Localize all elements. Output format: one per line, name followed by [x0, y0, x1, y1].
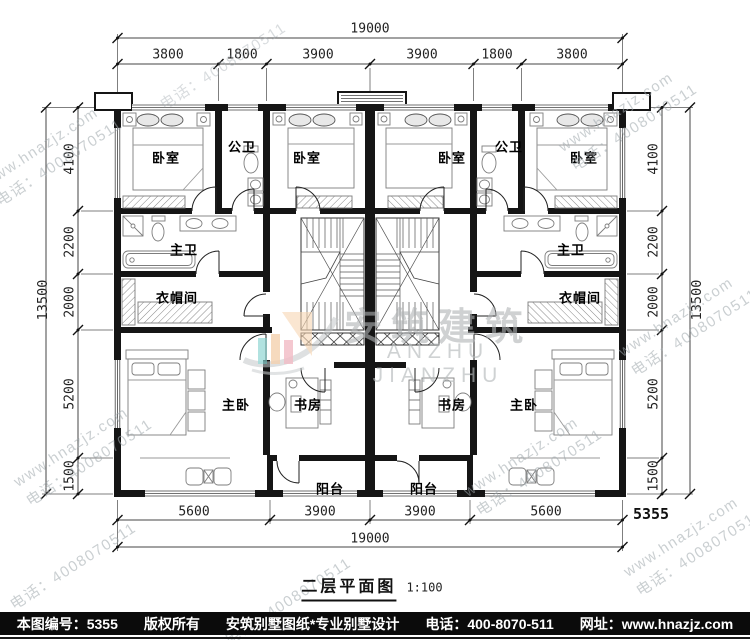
dim-right-seg: 1500: [646, 460, 662, 492]
dim-top-total: 19000: [350, 21, 390, 37]
drawing-scale: 1:100: [406, 580, 443, 595]
dim-top-seg: 3900: [406, 47, 438, 63]
dim-right-seg: 4100: [646, 143, 662, 175]
room-label-master-bedroom: 主卧: [221, 397, 251, 413]
drawing-title-block: 二层平面图 1:100: [301, 573, 443, 602]
room-label-master-bath: 主卫: [169, 242, 199, 258]
footer-phone: 电话：400-8070-511: [425, 615, 554, 632]
dim-top-seg: 1800: [481, 47, 513, 63]
windows: [114, 104, 626, 497]
drawing-title: 二层平面图: [301, 573, 397, 602]
room-label-bedroom: 卧室: [437, 150, 467, 166]
room-label-study: 书房: [293, 397, 323, 413]
balcony-doors: [276, 460, 420, 484]
plan-number: 5355: [632, 505, 670, 523]
dim-left-seg: 2000: [62, 286, 78, 318]
brand-logo: [242, 312, 339, 375]
room-label-balcony: 阳台: [315, 481, 345, 497]
dim-top-seg: 1800: [226, 47, 258, 63]
footer-divider-line: [0, 637, 750, 639]
dim-left-seg: 1500: [62, 460, 78, 492]
footer-sheet-number: 本图编号：5355: [16, 615, 118, 632]
bay-window-lines: [341, 95, 403, 102]
dim-left-total: 13500: [35, 279, 51, 321]
room-label-public-bath: 公卫: [227, 139, 257, 155]
dim-top-seg: 3900: [302, 47, 334, 63]
room-label-balcony: 阳台: [409, 481, 439, 497]
room-label-master-bedroom: 主卧: [509, 397, 539, 413]
room-label-study: 书房: [437, 397, 467, 413]
dim-bottom-total: 19000: [350, 531, 390, 547]
dimension-lines: [40, 32, 696, 553]
dim-bottom-seg: 5600: [178, 504, 210, 520]
footer-website: 网址：www.hnazjz.com: [579, 615, 734, 632]
dim-top-seg: 3800: [152, 47, 184, 63]
floor-plan-svg: [40, 32, 696, 553]
room-label-bedroom: 卧室: [569, 150, 599, 166]
furniture: [121, 112, 363, 486]
room-label-bedroom: 卧室: [151, 150, 181, 166]
dim-bottom-seg: 5600: [530, 504, 562, 520]
dim-left-seg: 5200: [62, 378, 78, 410]
room-label-bedroom: 卧室: [292, 150, 322, 166]
footer-copyright: 版权所有: [143, 615, 200, 632]
room-label-cloakroom: 衣帽间: [558, 290, 602, 306]
dim-right-seg: 2200: [646, 226, 662, 258]
dim-top-seg: 3800: [556, 47, 588, 63]
dim-right-total: 13500: [689, 279, 705, 321]
staircase: [300, 217, 365, 346]
dim-bottom-seg: 3900: [404, 504, 436, 520]
room-label-cloakroom: 衣帽间: [155, 290, 199, 306]
apartment-left: [121, 104, 365, 497]
room-label-public-bath: 公卫: [494, 139, 524, 155]
room-label-master-bath: 主卫: [556, 242, 586, 258]
dim-left-seg: 4100: [62, 143, 78, 175]
footer-studio: 安筑别墅图纸*专业别墅设计: [225, 615, 400, 632]
dim-bottom-seg: 3900: [304, 504, 336, 520]
dim-left-seg: 2200: [62, 226, 78, 258]
dim-right-seg: 5200: [646, 378, 662, 410]
footer-bar: 本图编号：5355 版权所有 安筑别墅图纸*专业别墅设计 电话：400-8070…: [0, 612, 750, 635]
dim-right-seg: 2000: [646, 286, 662, 318]
